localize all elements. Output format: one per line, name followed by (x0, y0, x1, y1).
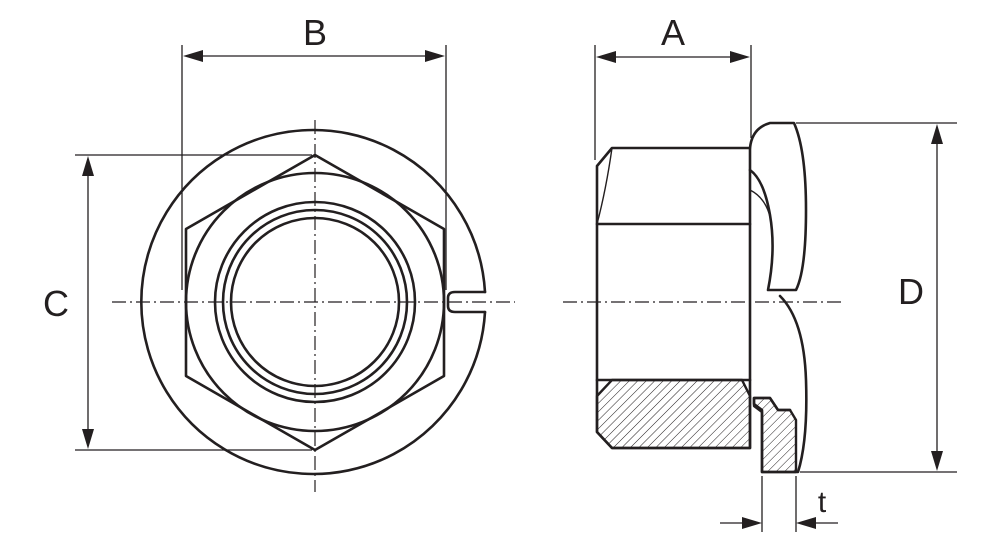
thread-outer-circle (213, 200, 417, 404)
t-arrow-left (742, 517, 762, 529)
a-arrow-right (730, 51, 750, 63)
d-arrow-top (931, 124, 943, 144)
washer-outer-circle (139, 128, 487, 476)
hex-face-edge-upper (596, 147, 613, 225)
c-label: C (43, 283, 69, 324)
bore-circle (229, 216, 401, 388)
nut-section-hatch (595, 378, 752, 450)
t-label: t (818, 486, 827, 519)
t-arrow-right (796, 517, 816, 529)
washer-side-upper (748, 121, 808, 292)
d-arrow-bottom (931, 451, 943, 471)
washer-section-hatch (752, 396, 798, 474)
a-label: A (661, 12, 685, 53)
c-arrow-bottom (82, 429, 94, 449)
hex-chamfer-circle (184, 171, 446, 433)
hex-outline (184, 153, 446, 452)
side-view: A D t (563, 12, 957, 532)
thread-middle-circle (221, 208, 409, 396)
front-view: B C (43, 12, 515, 492)
b-arrow-right (425, 50, 445, 62)
d-label: D (898, 271, 924, 312)
washer-split-slot (446, 290, 487, 314)
a-arrow-left (596, 51, 616, 63)
c-arrow-top (82, 156, 94, 176)
washer-side-upper-inner (749, 189, 773, 231)
b-label: B (303, 12, 327, 53)
b-arrow-left (183, 50, 203, 62)
